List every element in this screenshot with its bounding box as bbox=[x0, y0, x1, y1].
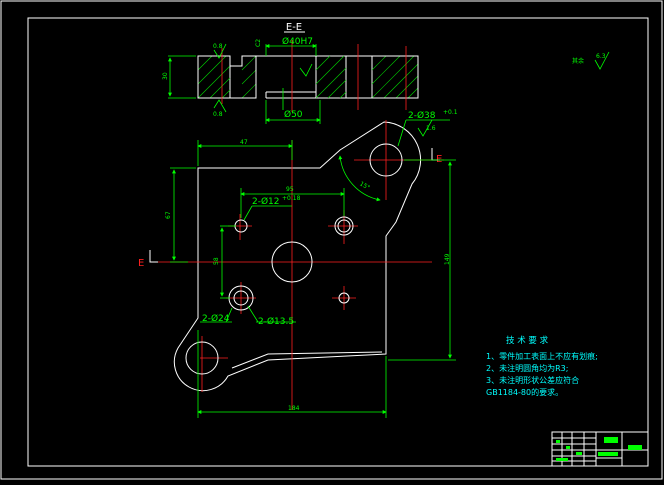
dim-left: 67 bbox=[165, 211, 172, 219]
section-outline-left bbox=[197, 55, 257, 99]
section-outline-right bbox=[346, 55, 419, 99]
plan-view: E E 47 95 67 58 149 184 bbox=[138, 109, 458, 418]
dim-inner: 95 bbox=[286, 186, 294, 193]
dim-mid: 58 bbox=[213, 257, 220, 265]
roughness-symbol-bottom: 0.8 bbox=[213, 99, 227, 118]
bore-dimension: Ø40H7 bbox=[282, 36, 313, 47]
svg-text:6.3: 6.3 bbox=[596, 53, 606, 60]
tech-requirements: 技 术 要 求 1、零件加工表面上不应有划痕; 2、未注明圆角均为R3; 3、未… bbox=[486, 335, 598, 397]
hole-right-top-label: 2-Ø38 bbox=[408, 110, 436, 121]
hole-b-label: 2-Ø13.5 bbox=[258, 316, 294, 327]
roughness-symbol-bore bbox=[299, 63, 313, 77]
counterbore-dimension: Ø50 bbox=[284, 109, 303, 120]
hole-small-bottom bbox=[338, 292, 350, 304]
title-block bbox=[551, 431, 649, 467]
svg-text:+0.1: +0.1 bbox=[443, 109, 458, 116]
bore-outline bbox=[256, 55, 316, 99]
tech-item-2: 2、未注明圆角均为R3; bbox=[486, 363, 568, 373]
dim-top: 47 bbox=[240, 139, 248, 146]
tech-item-1: 1、零件加工表面上不应有划痕; bbox=[486, 351, 598, 361]
chamfer-dimension: C2 bbox=[255, 39, 262, 47]
drawing-frame bbox=[27, 17, 649, 467]
hole-small-right bbox=[334, 216, 354, 236]
dim-angle: 15° bbox=[358, 180, 371, 191]
svg-text:0.8: 0.8 bbox=[213, 43, 223, 50]
dim-right: 149 bbox=[444, 253, 451, 265]
svg-text:1.6: 1.6 bbox=[426, 125, 436, 132]
hole-main bbox=[271, 241, 313, 283]
hole-bottom-left bbox=[185, 341, 219, 375]
section-view: E-E bbox=[162, 22, 419, 124]
roughness-symbol-hole: 1.6 bbox=[417, 119, 436, 137]
tech-item-4: GB1184-80的要求。 bbox=[486, 387, 563, 397]
section-title: E-E bbox=[286, 22, 302, 33]
hole-small-label: 2-Ø12 bbox=[252, 196, 280, 207]
roughness-note: 其余 6.3 bbox=[572, 51, 610, 70]
part-outline bbox=[173, 121, 422, 392]
hole-a-label: 2-Ø24 bbox=[202, 313, 230, 324]
dim-bottom: 184 bbox=[288, 405, 300, 412]
svg-text:+0.18: +0.18 bbox=[282, 195, 301, 202]
section-side-dim: 30 bbox=[162, 72, 169, 80]
tech-item-3: 3、未注明形状公差应符合 bbox=[486, 375, 579, 385]
tech-title: 技 术 要 求 bbox=[506, 335, 549, 346]
roughness-symbol-top: 0.8 bbox=[213, 43, 227, 59]
section-mark-left: E bbox=[138, 258, 144, 269]
svg-text:其余: 其余 bbox=[572, 57, 584, 65]
svg-text:0.8: 0.8 bbox=[213, 111, 223, 118]
